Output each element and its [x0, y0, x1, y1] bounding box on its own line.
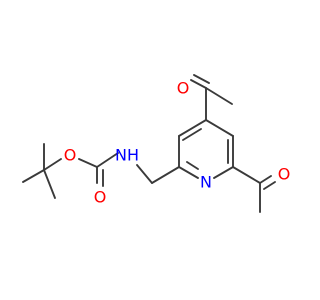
bond-aldehyde-double-a [259, 175, 272, 184]
bond-ketone-double-b [193, 74, 210, 84]
ketone-oxygen-label: O [177, 79, 190, 98]
bond-aldehyde-double-b [263, 181, 276, 190]
bond-layer [22, 74, 276, 213]
ester-oxygen-label: O [64, 146, 77, 165]
bond-ring-c4-c3 [178, 119, 207, 137]
atom-label-layer: O O N NH O O [64, 79, 291, 207]
bond-carbonyl-ester-o [78, 158, 98, 168]
bond-ch2-nh [136, 164, 153, 184]
bond-ring-c2-n [178, 166, 199, 179]
bond-tbu-methyl-bottom [43, 169, 56, 199]
bond-acetyl-methyl [205, 87, 233, 105]
molecule-structure: O O N NH O O [22, 74, 291, 213]
amide-nitrogen-label: NH [115, 146, 139, 165]
bond-nh-carbonyl [96, 152, 119, 168]
pyridine-nitrogen-label: N [200, 173, 212, 192]
bond-ring-c3-inner-double [182, 128, 202, 141]
bond-ring-c2-n-inner-double [186, 161, 199, 170]
bond-ring-c4-c5 [205, 119, 234, 137]
bond-ring-n-c6 [213, 166, 234, 179]
bond-ring-aldehyde [232, 166, 261, 184]
bond-ketone-double-a [190, 79, 207, 89]
carbonyl-oxygen-label: O [94, 188, 107, 207]
bond-ester-o-quaternary [43, 158, 62, 171]
bond-ring-ch2 [151, 166, 180, 184]
aldehyde-oxygen-label: O [278, 165, 291, 184]
bond-tbu-methyl-left [22, 169, 45, 183]
